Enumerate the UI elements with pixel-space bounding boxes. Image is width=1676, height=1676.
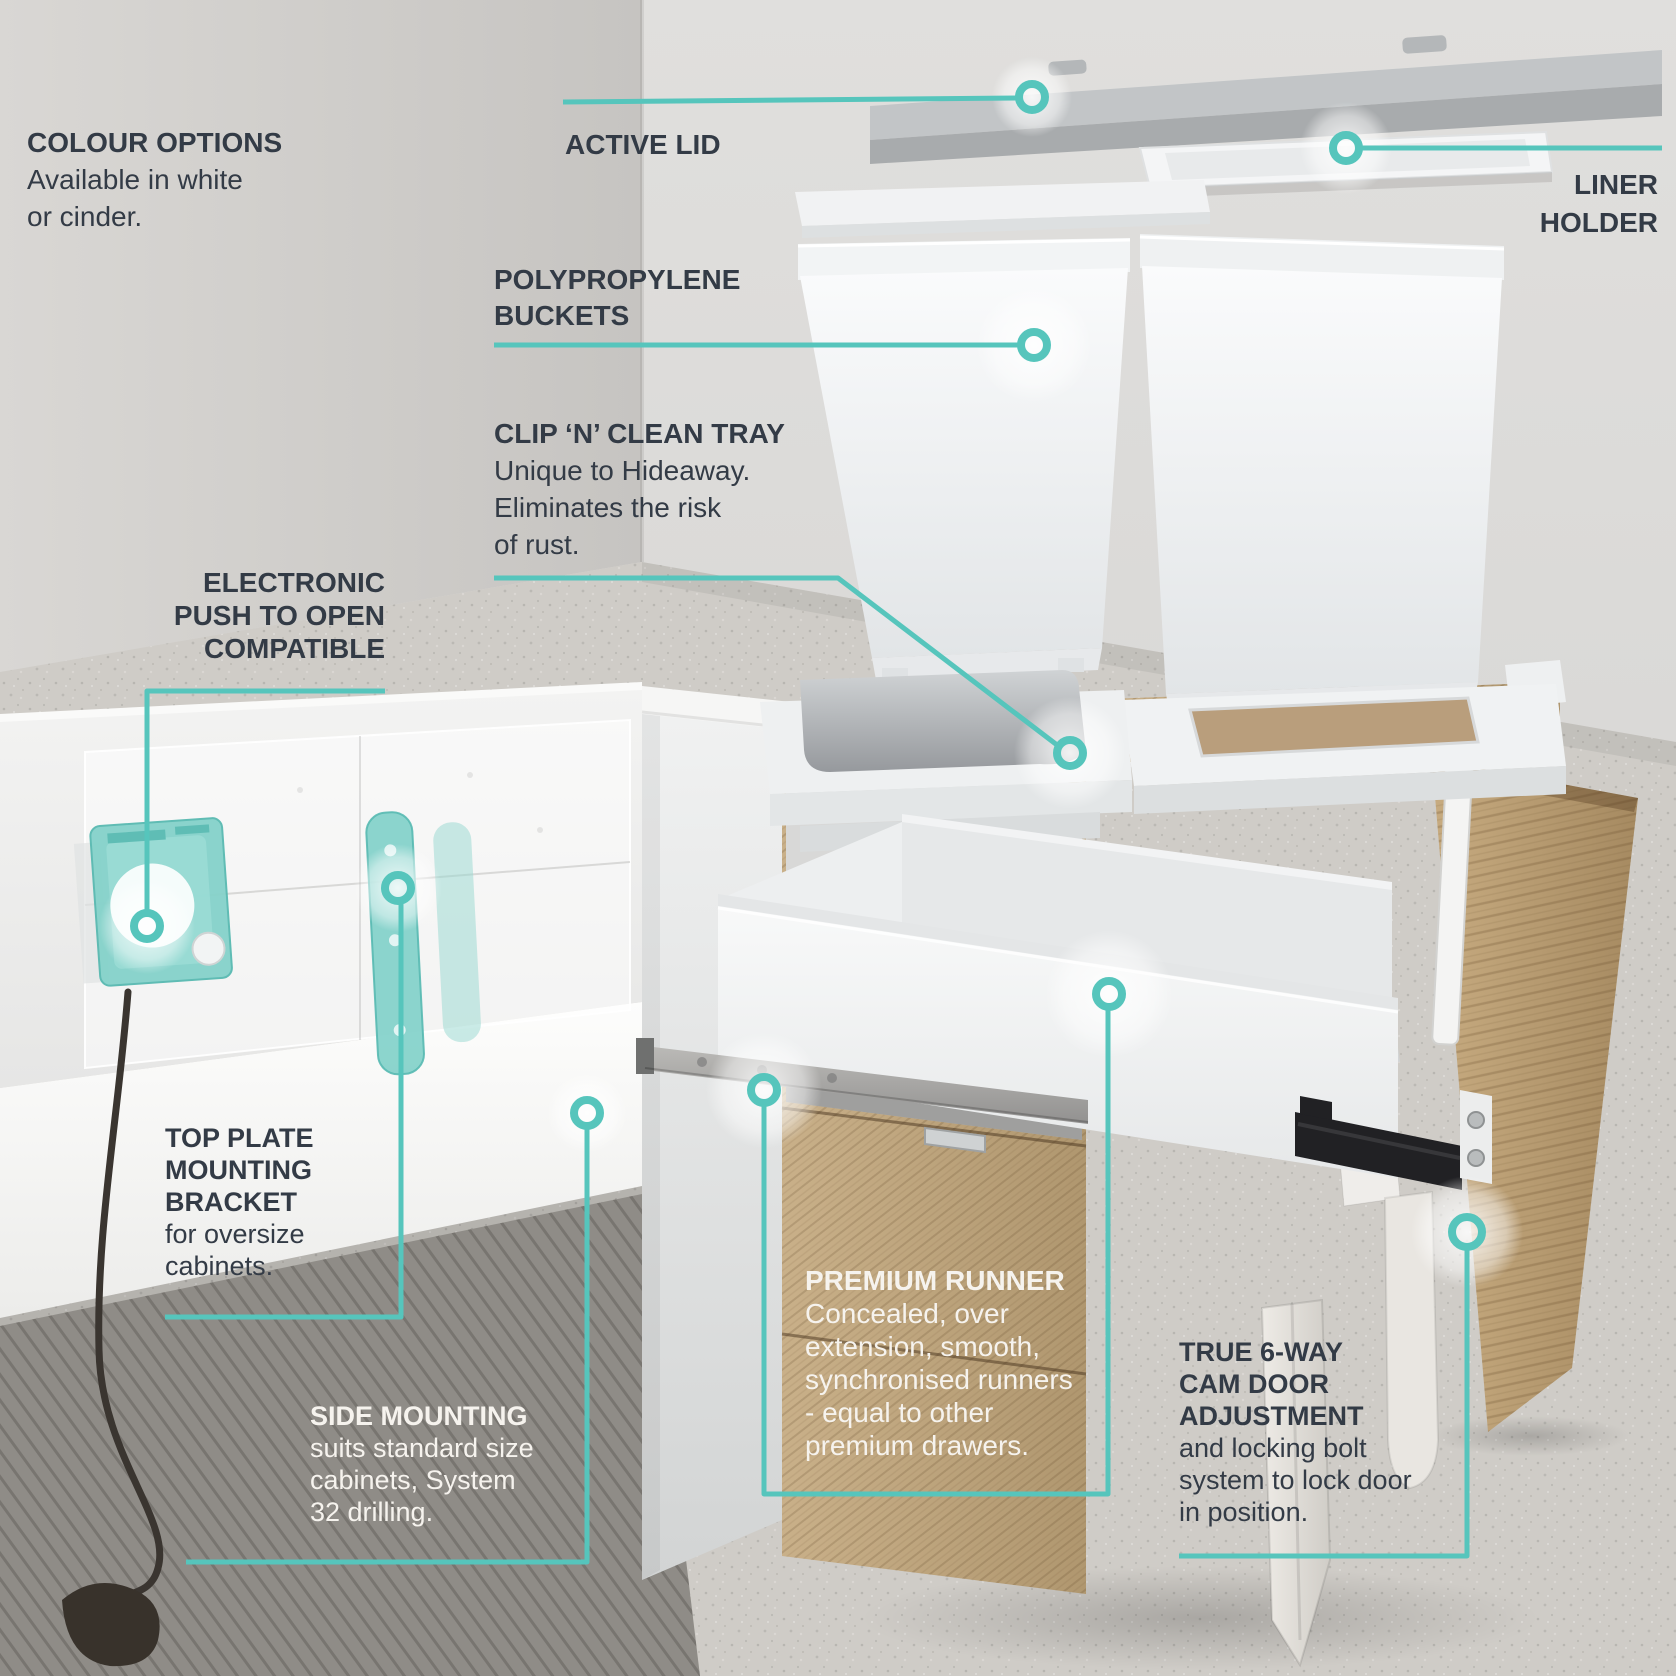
label-push-to-open: ELECTRONIC PUSH TO OPEN COMPATIBLE: [173, 567, 385, 664]
black-runner: [1295, 1096, 1462, 1190]
callout-line-active-lid: [562, 95, 1019, 105]
marker-buckets-icon: [1017, 328, 1051, 362]
marker-clip-tray-icon: [1053, 736, 1087, 770]
marker-top-plate-icon: [381, 871, 415, 905]
mounting-plate: [1460, 1090, 1492, 1184]
marker-active-lid-icon: [1015, 80, 1049, 114]
marker-push-to-open-icon: [130, 909, 164, 943]
marker-drawer-icon: [1092, 977, 1126, 1011]
active-lid: [870, 35, 1662, 164]
callout-line-top-plate: [165, 903, 404, 1320]
callout-line-clip-tray: [494, 575, 1063, 750]
label-top-plate: TOP PLATE MOUNTING BRACKET for oversize …: [165, 1123, 314, 1281]
marker-premium-runner-icon: [747, 1073, 781, 1107]
bucket-lid: [795, 180, 1210, 238]
label-polypropylene-buckets: POLYPROPYLENE BUCKETS: [494, 264, 741, 331]
power-cord: [62, 988, 164, 1667]
callout-line-side-mounting: [186, 1128, 590, 1565]
colour-options-heading: COLOUR OPTIONS: [27, 127, 283, 158]
callout-lines: [144, 95, 1662, 1565]
label-clip-n-clean-tray: CLIP ‘N’ CLEAN TRAY Unique to Hideaway. …: [494, 418, 785, 560]
callout-halos: [99, 57, 1523, 1288]
bucket-cradle-right: [1122, 660, 1566, 814]
marker-cam-adjustment-icon: [1448, 1213, 1486, 1251]
drawer-handle: [924, 1126, 986, 1154]
callout-line-cam-adjustment: [1179, 1247, 1470, 1559]
marker-liner-holder-icon: [1329, 131, 1363, 165]
bin-stack: [760, 35, 1662, 852]
label-colour-options: COLOUR OPTIONS Available in white or cin…: [27, 124, 282, 235]
label-active-lid: ACTIVE LID: [565, 129, 721, 160]
power-plug: [62, 1582, 160, 1667]
marker-side-mounting-icon: [570, 1096, 604, 1130]
bucket-right: [1139, 234, 1505, 714]
callout-line-push-to-open: [144, 688, 385, 911]
callout-line-premium-runner: [761, 1009, 1111, 1497]
label-cam-adjustment: TRUE 6-WAY CAM DOOR ADJUSTMENT and locki…: [1179, 1337, 1412, 1527]
label-premium-runner: PREMIUM RUNNER Concealed, over extension…: [805, 1265, 1073, 1461]
label-liner-holder: LINER HOLDER: [1539, 169, 1658, 238]
label-side-mounting: SIDE MOUNTING suits standard size cabine…: [310, 1401, 534, 1527]
callout-markers: [130, 80, 1486, 1251]
